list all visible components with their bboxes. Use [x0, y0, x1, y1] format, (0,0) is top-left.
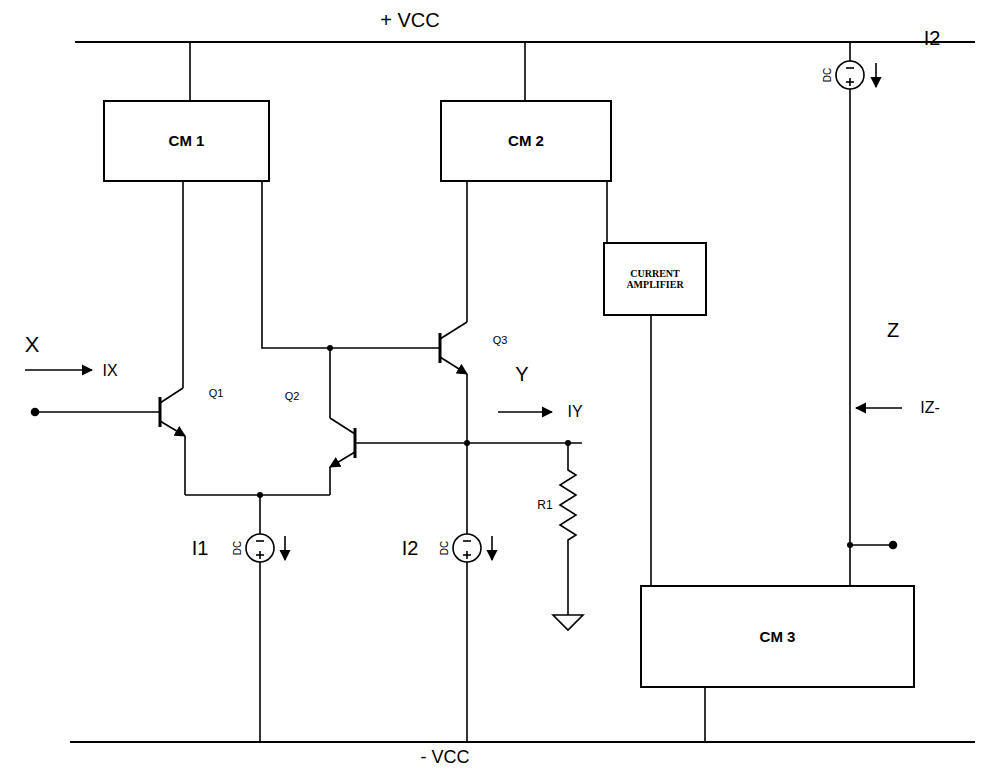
current-mirror-box: CM 3 — [640, 585, 915, 688]
transistor-symbol — [330, 452, 355, 467]
wire — [329, 348, 331, 418]
amplifier-box: CURRENT AMPLIFIER — [603, 242, 707, 316]
wire — [262, 182, 440, 348]
current-arrow — [25, 369, 92, 371]
transistor-symbol — [330, 418, 355, 434]
current-arrow — [498, 411, 552, 413]
source-type-label: DC — [440, 541, 450, 555]
terminal-dot — [890, 542, 897, 549]
wire — [524, 42, 526, 100]
box-title: CURRENT AMPLIFIER — [611, 268, 699, 291]
signal-wire — [606, 182, 608, 242]
current-source — [256, 540, 264, 542]
terminal-label: Z — [887, 320, 899, 340]
current-arrow — [875, 63, 877, 87]
wire — [466, 182, 468, 322]
junction-dot — [327, 345, 333, 351]
ground-symbol — [553, 615, 583, 630]
supply-label: + VCC — [380, 10, 439, 30]
wire — [259, 562, 261, 742]
terminal-label: Y — [515, 364, 528, 384]
transistor-label: Q1 — [209, 388, 224, 399]
terminal-label: X — [25, 334, 40, 356]
transistor-symbol — [160, 421, 185, 436]
wire — [849, 89, 851, 585]
current-arrow — [491, 536, 493, 560]
box-title: CM 2 — [508, 132, 544, 149]
transistor-symbol — [440, 322, 467, 339]
current-source — [463, 540, 471, 542]
current-source — [849, 78, 851, 86]
current-label: IZ- — [920, 400, 940, 416]
source-type-label: DC — [233, 541, 243, 555]
resistor-label: R1 — [537, 499, 552, 511]
wire — [466, 562, 468, 742]
wire — [184, 436, 186, 495]
supply-label: - VCC — [421, 748, 470, 766]
current-source — [846, 67, 854, 69]
current-source — [836, 61, 864, 89]
current-source — [453, 534, 481, 562]
wire — [329, 467, 331, 495]
transistor-label: Q3 — [493, 335, 508, 346]
box-title: CM 1 — [169, 132, 205, 149]
transistor-label: Q2 — [285, 391, 300, 402]
box-title: CM 3 — [760, 628, 796, 645]
junction-dot — [257, 345, 853, 548]
current-label: IY — [567, 404, 582, 420]
signal-wire — [650, 316, 652, 585]
wire — [25, 42, 975, 742]
terminal-dot — [32, 409, 39, 416]
junction-dot — [464, 440, 470, 446]
wire — [849, 42, 851, 61]
wire — [259, 495, 261, 534]
wire — [704, 688, 706, 742]
current-source — [246, 534, 274, 562]
current-arrow — [856, 407, 902, 409]
resistor-symbol — [560, 443, 576, 615]
current-source — [466, 551, 468, 559]
current-label: IX — [102, 363, 117, 379]
transistor-symbol — [160, 388, 183, 403]
junction-dot — [847, 542, 853, 548]
current-mirror-box: CM 1 — [103, 100, 270, 182]
wire — [182, 182, 184, 388]
transistor-symbol — [440, 357, 467, 374]
wire — [38, 411, 160, 413]
source-type-label: DC — [823, 68, 833, 82]
wire — [850, 544, 890, 546]
wire — [466, 374, 468, 534]
wire — [189, 42, 191, 100]
junction-dot — [565, 440, 571, 446]
current-arrow — [284, 536, 286, 560]
source-label: I2 — [924, 28, 941, 48]
source-label: I1 — [192, 538, 209, 558]
current-mirror-box: CM 2 — [440, 100, 612, 182]
current-source — [259, 551, 261, 559]
supply-rail — [70, 741, 975, 743]
source-label: I2 — [402, 538, 419, 558]
junction-dot — [257, 492, 263, 498]
